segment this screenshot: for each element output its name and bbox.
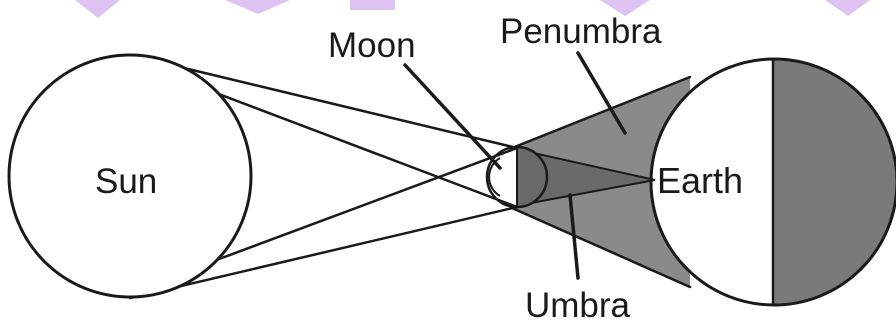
moon-label: Moon [328,26,416,65]
watermark [75,0,870,18]
earth-label: Earth [657,160,743,201]
moon-leader-line [405,65,500,168]
penumbra-label: Penumbra [500,12,662,51]
sun-label: Sun [95,162,157,201]
umbra-label: Umbra [525,286,631,325]
